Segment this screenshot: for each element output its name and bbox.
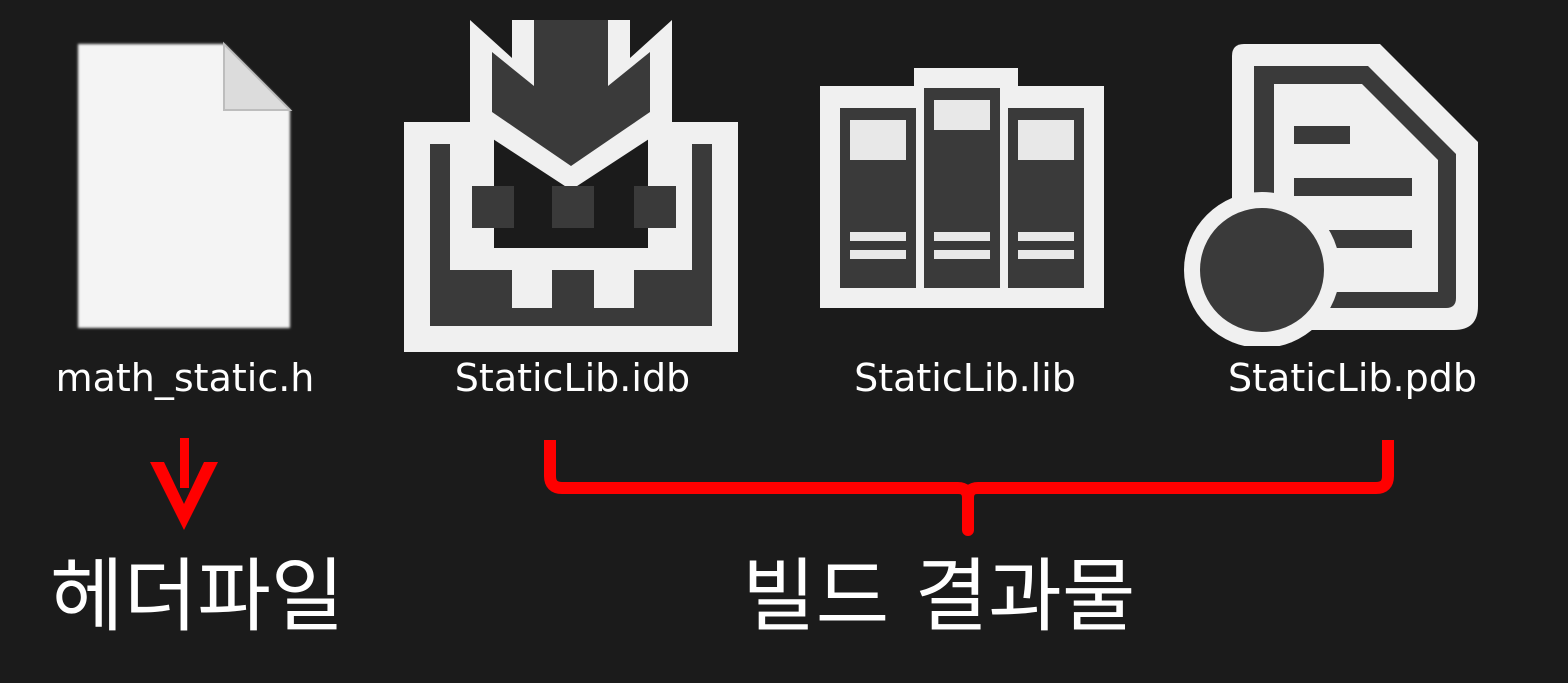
blank-file-icon <box>78 41 293 328</box>
build-output-annotation: 빌드 결과물 <box>742 550 1136 643</box>
file-name-label: StaticLib.lib <box>854 356 1076 400</box>
file-name-label: math_static.h <box>55 356 315 400</box>
file-item-math-static-h[interactable]: math_static.h <box>40 0 330 410</box>
curly-brace-icon <box>544 440 1394 536</box>
library-books-icon <box>820 68 1104 308</box>
file-name-label: StaticLib.idb <box>454 356 691 400</box>
file-name-label: StaticLib.pdb <box>1228 356 1477 400</box>
idb-file-icon <box>404 20 738 352</box>
down-arrow-icon <box>150 438 218 530</box>
file-item-staticlib-pdb[interactable]: StaticLib.pdb <box>1180 0 1525 410</box>
file-item-staticlib-lib[interactable]: StaticLib.lib <box>820 0 1110 410</box>
header-file-annotation: 헤더파일 <box>50 550 345 643</box>
pdb-file-icon <box>1184 44 1478 346</box>
file-item-staticlib-idb[interactable]: StaticLib.idb <box>400 0 745 410</box>
